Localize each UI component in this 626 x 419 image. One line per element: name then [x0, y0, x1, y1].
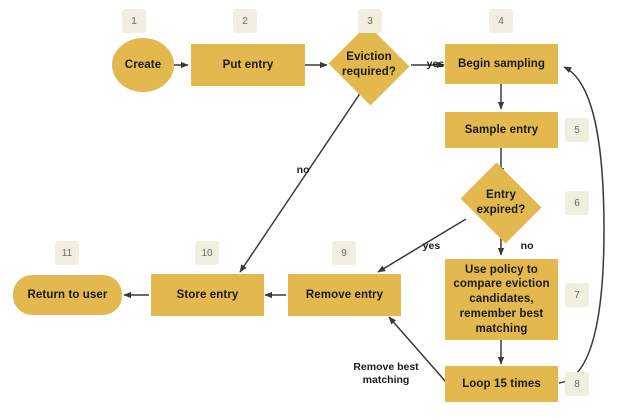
node-use-policy-label: Use policy to compare eviction candidate… — [453, 263, 550, 335]
edge-label-no-eviction: no — [285, 150, 310, 191]
badge-10: 10 — [195, 241, 219, 265]
node-eviction-required-label: Eviction required? — [342, 51, 396, 78]
node-store-entry[interactable]: Store entry — [151, 274, 264, 316]
node-begin-sampling[interactable]: Begin sampling — [445, 44, 558, 84]
badge-2: 2 — [233, 9, 257, 33]
badge-8: 8 — [565, 372, 589, 396]
node-return-to-user-label: Return to user — [27, 288, 108, 301]
badge-3-label: 3 — [367, 15, 373, 27]
node-store-entry-label: Store entry — [176, 288, 239, 301]
badge-4: 4 — [489, 9, 513, 33]
node-put-entry-label: Put entry — [222, 58, 274, 71]
badge-6: 6 — [565, 191, 589, 215]
node-loop-15-times-label: Loop 15 times — [462, 377, 541, 390]
node-remove-entry-label: Remove entry — [305, 288, 384, 301]
edge-label-remove-best-matching: Remove best matching — [331, 347, 441, 388]
edge-label-no-eviction-text: no — [296, 163, 310, 176]
edge-label-yes-eviction: yes — [415, 44, 445, 85]
badge-1: 1 — [122, 9, 146, 33]
edge-label-yes-eviction-text: yes — [426, 57, 445, 70]
badge-7-label: 7 — [574, 289, 580, 301]
badge-1-label: 1 — [131, 15, 137, 27]
edge-label-remove-best-matching-text: Remove best matching — [353, 360, 419, 387]
badge-9-label: 9 — [341, 247, 347, 259]
node-entry-expired[interactable]: Entry expired? — [456, 162, 546, 244]
badge-10-label: 10 — [201, 247, 213, 259]
node-return-to-user[interactable]: Return to user — [13, 275, 122, 315]
node-begin-sampling-label: Begin sampling — [457, 57, 546, 70]
badge-3: 3 — [358, 9, 382, 33]
badge-9: 9 — [332, 241, 356, 265]
node-entry-expired-label: Entry expired? — [476, 189, 526, 216]
node-use-policy[interactable]: Use policy to compare eviction candidate… — [445, 259, 558, 340]
node-sample-entry[interactable]: Sample entry — [445, 112, 558, 148]
edge-label-yes-expired-text: yes — [422, 239, 441, 252]
node-create-label: Create — [124, 58, 162, 71]
node-put-entry[interactable]: Put entry — [191, 44, 305, 86]
badge-7: 7 — [565, 283, 589, 307]
badge-11-label: 11 — [61, 247, 73, 259]
badge-8-label: 8 — [574, 378, 580, 390]
edge-label-no-expired-text: no — [520, 239, 534, 252]
badge-6-label: 6 — [574, 197, 580, 209]
badge-5-label: 5 — [574, 124, 580, 136]
node-create[interactable]: Create — [112, 38, 174, 92]
node-loop-15-times[interactable]: Loop 15 times — [445, 366, 558, 402]
badge-4-label: 4 — [498, 15, 504, 27]
badge-2-label: 2 — [242, 15, 248, 27]
edge-label-yes-expired: yes — [411, 226, 441, 267]
badge-5: 5 — [565, 118, 589, 142]
badge-11: 11 — [55, 241, 79, 265]
edge-loop-back-to-begin-sampling — [558, 66, 605, 384]
node-sample-entry-label: Sample entry — [464, 123, 539, 136]
node-remove-entry[interactable]: Remove entry — [288, 274, 401, 316]
edge-label-no-expired: no — [509, 226, 534, 267]
node-eviction-required[interactable]: Eviction required? — [327, 24, 411, 106]
